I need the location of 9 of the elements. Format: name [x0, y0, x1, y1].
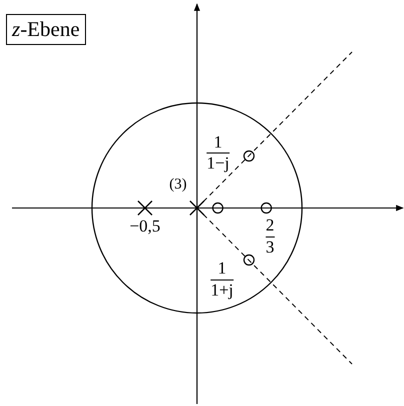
axis-value: −0,5: [130, 218, 160, 234]
fraction-numerator: 2: [266, 216, 274, 234]
fraction-numerator: 1: [218, 260, 226, 276]
title-box: z-Ebene: [6, 14, 86, 45]
multiplicity-label: (3): [169, 178, 187, 192]
fraction-denominator: 1−j: [206, 152, 230, 172]
fraction-denominator: 1+j: [210, 280, 234, 298]
fraction-denominator: 3: [266, 236, 274, 256]
fraction-numerator: 1: [214, 134, 222, 150]
